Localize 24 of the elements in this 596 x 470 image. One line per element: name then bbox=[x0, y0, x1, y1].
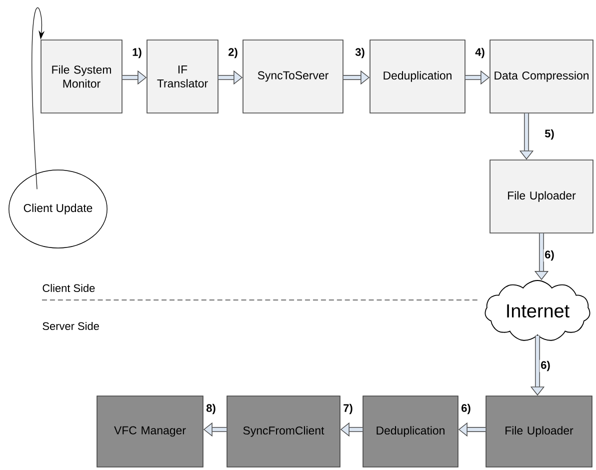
process-box: Deduplication bbox=[370, 40, 466, 114]
process-box: Data Compression bbox=[490, 40, 594, 114]
edge-label: 7) bbox=[344, 404, 352, 414]
process-box: VFC Manager bbox=[96, 396, 204, 468]
edge-label: 6) bbox=[541, 360, 550, 372]
process-box: Deduplication bbox=[362, 396, 458, 468]
process-box: SyncToServer bbox=[242, 40, 344, 114]
process-box: IF Translator bbox=[146, 40, 218, 114]
process-box: SyncFromClient bbox=[226, 396, 340, 468]
edge-label: 6) bbox=[545, 250, 554, 261]
ellipse-node: Client Update bbox=[8, 170, 108, 248]
side-label: Client Side bbox=[42, 284, 95, 292]
edge-label: 6) bbox=[462, 404, 470, 414]
edge-label: 1) bbox=[132, 48, 142, 58]
edge-label: 3) bbox=[355, 48, 364, 58]
process-box: File System Monitor bbox=[40, 40, 122, 114]
side-label: Server Side bbox=[42, 322, 99, 330]
process-box: File Uploader bbox=[490, 160, 594, 234]
arrow bbox=[32, 8, 45, 190]
process-box: File Uploader bbox=[486, 396, 592, 468]
edge-label: 2) bbox=[228, 48, 238, 58]
edge-label: 4) bbox=[475, 48, 484, 58]
edge-label: 5) bbox=[544, 129, 554, 140]
edge-label: 8) bbox=[206, 404, 216, 414]
